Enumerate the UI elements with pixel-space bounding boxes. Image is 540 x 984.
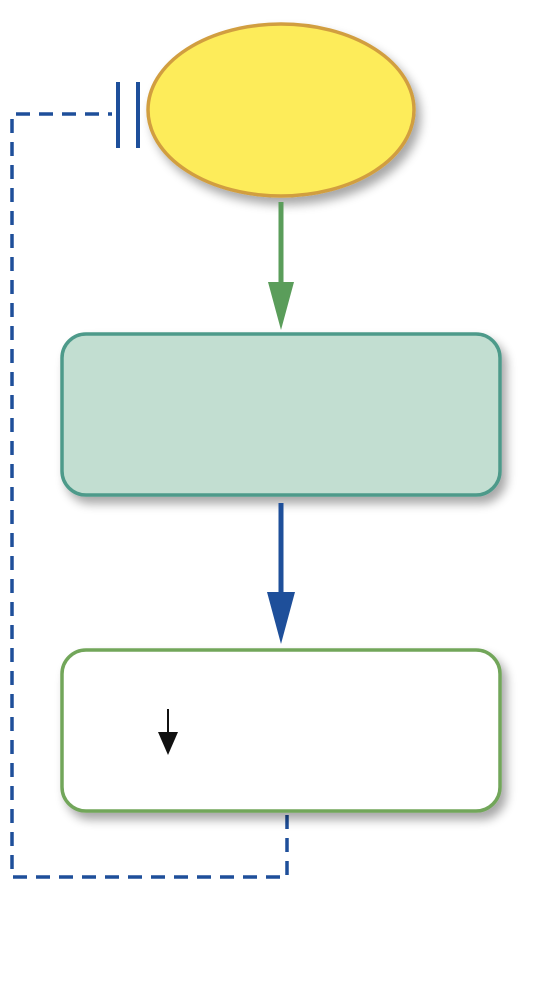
start-ellipse-node [146, 22, 416, 198]
down-arrow-icon [158, 709, 178, 755]
blue-arrowhead-icon [267, 592, 295, 644]
feedback-loop-line [10, 112, 289, 879]
process-box-node [60, 332, 502, 497]
green-arrowhead-icon [268, 282, 294, 330]
output-box-node [60, 648, 502, 813]
